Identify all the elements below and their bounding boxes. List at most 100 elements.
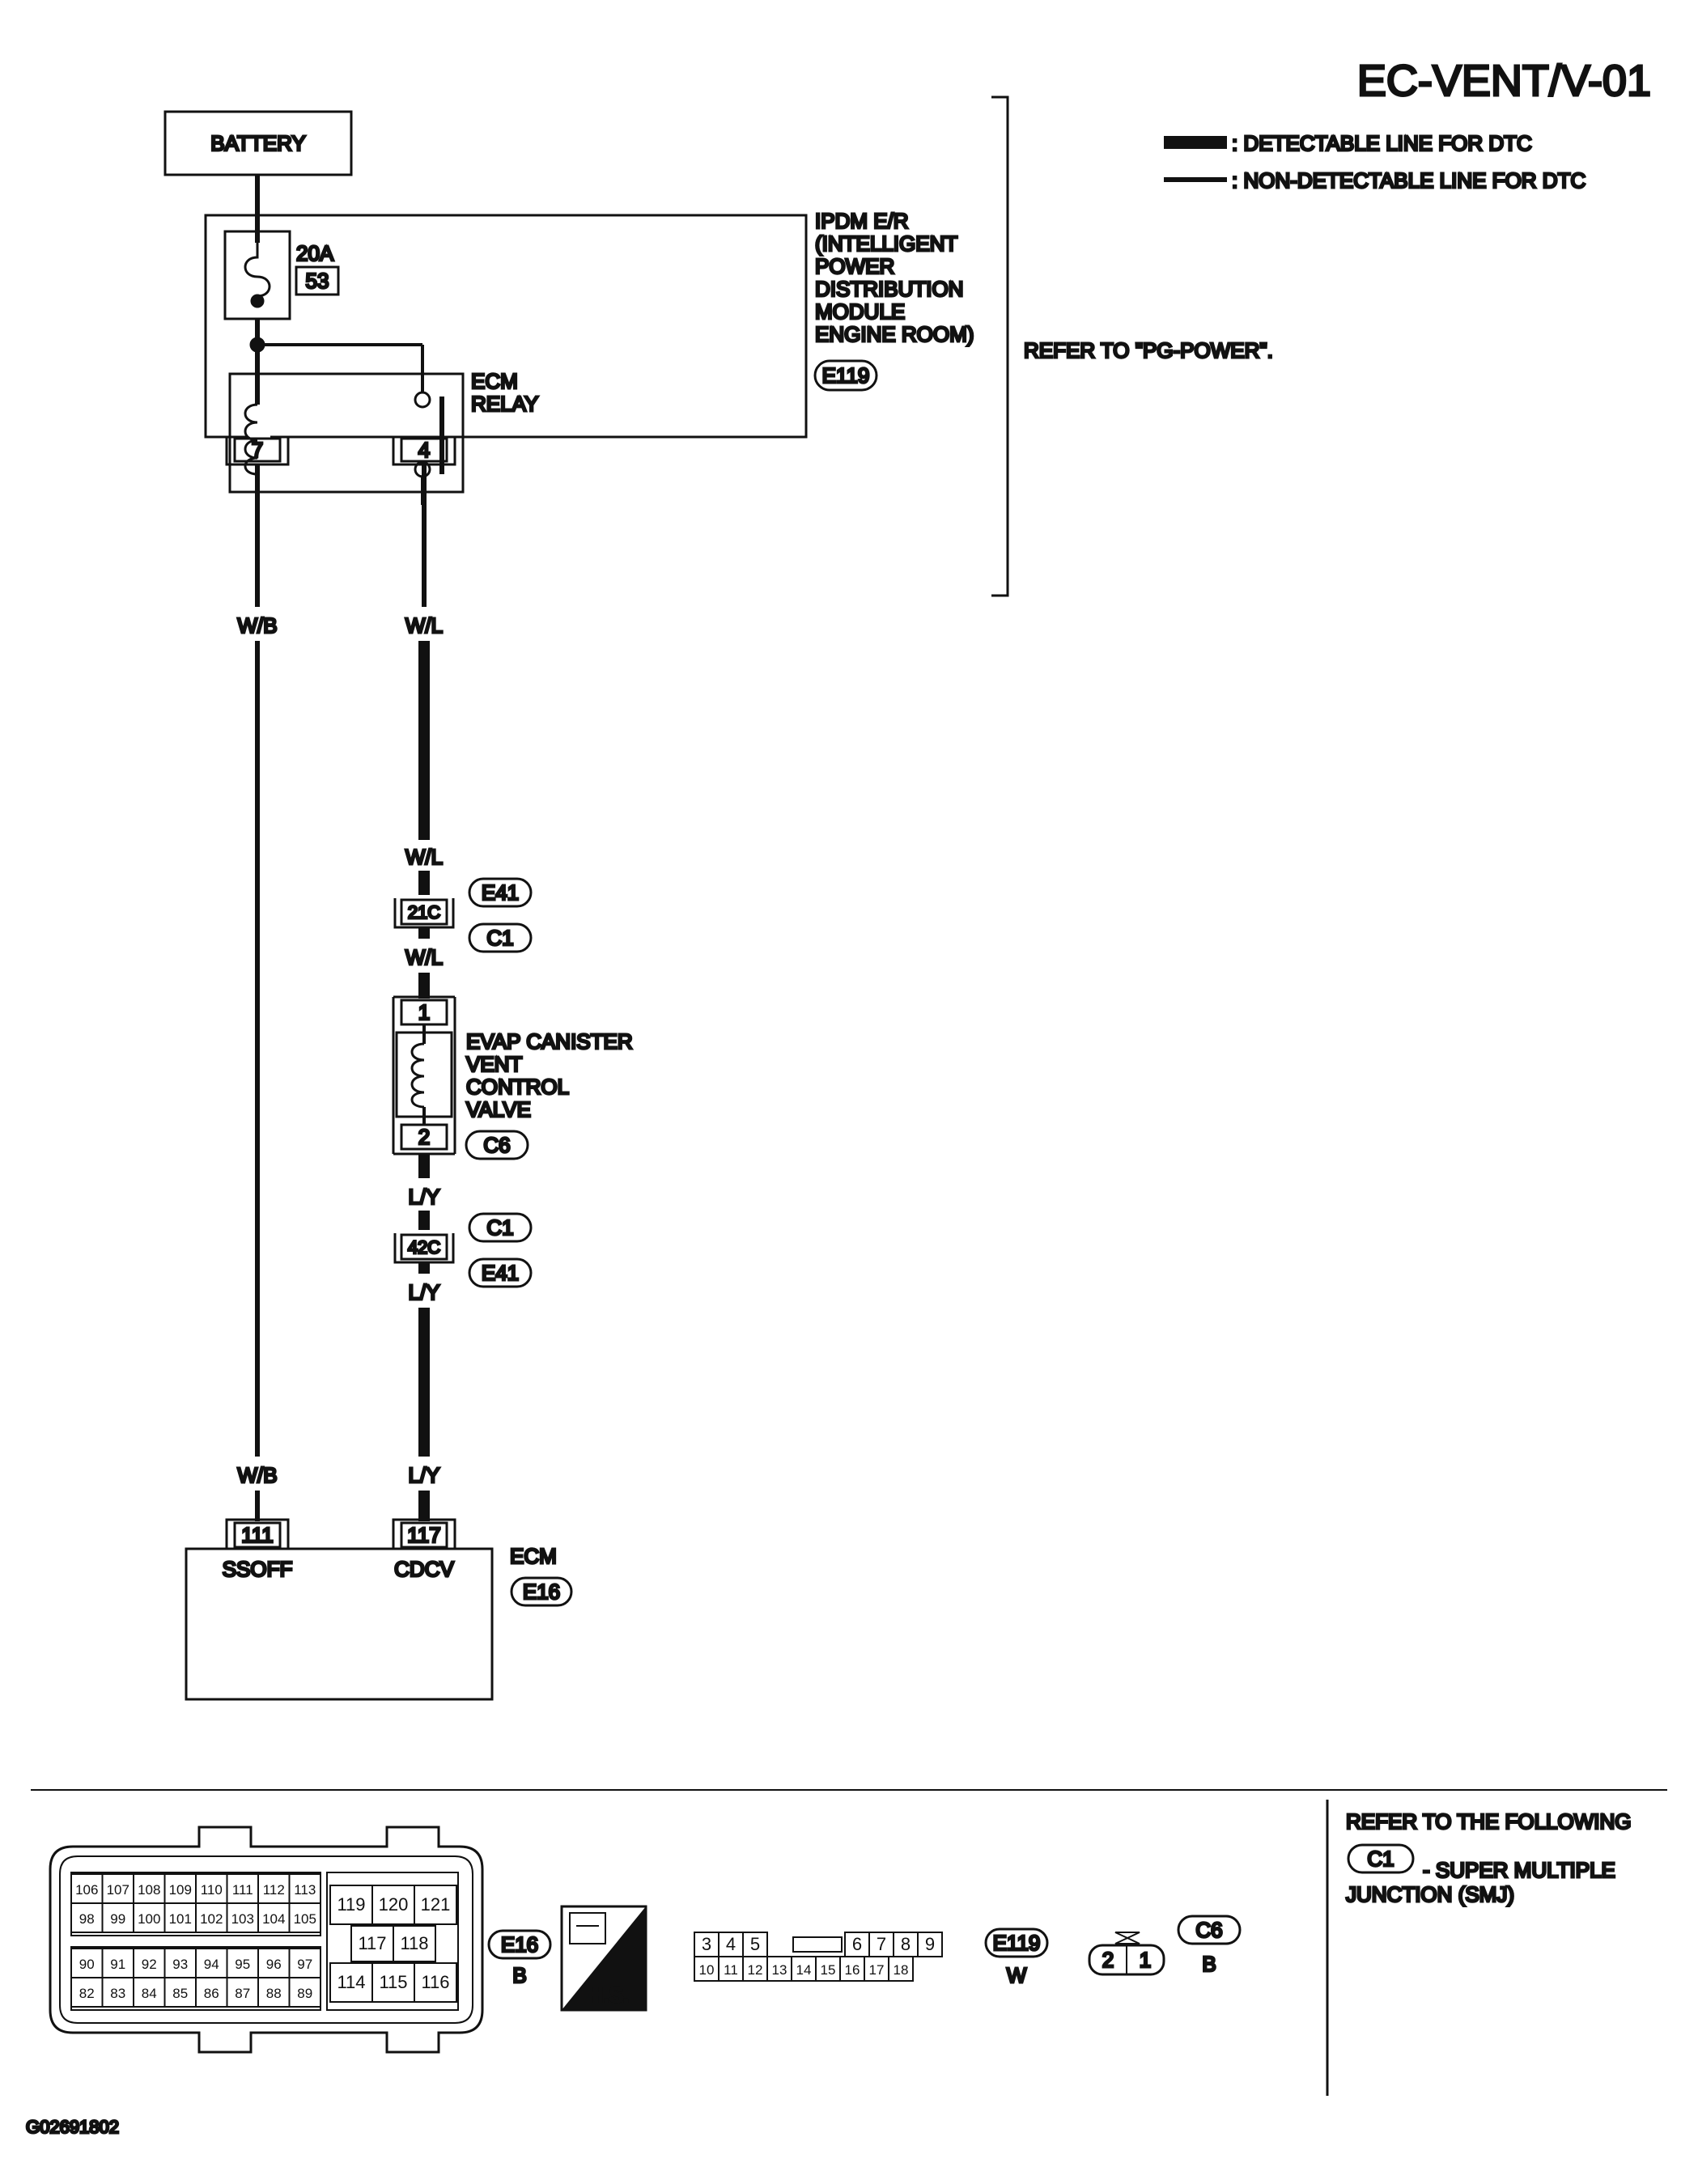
valve-pin2: 2: [418, 1125, 430, 1149]
legend-non-detectable: : NON-DETECTABLE LINE FOR DTC: [1232, 168, 1586, 193]
e119-key-slot: [792, 1936, 843, 1953]
valve-pin1: 1: [418, 1000, 430, 1024]
ipdm-line: (INTELLIGENT: [815, 231, 957, 256]
pin-number: 120: [379, 1894, 409, 1915]
ecm-pin117-box: [400, 1521, 448, 1549]
fuse-rating: 20A: [296, 241, 334, 265]
wire-label-ly-b: L/Y: [408, 1280, 439, 1304]
pin-cell: [288, 1977, 321, 2008]
pin-number: 98: [79, 1911, 95, 1927]
pin-number: 92: [142, 1957, 157, 1972]
pin-number: 114: [337, 1972, 365, 1992]
hs-connector-icon: [569, 1912, 606, 1944]
pin-number: 100: [138, 1911, 160, 1927]
junction-21c-conn-a: E41: [482, 880, 519, 905]
smj-badge: [1347, 1843, 1415, 1874]
pin-number: 15: [821, 1962, 836, 1978]
relay-box: [228, 372, 465, 494]
e119-label: E119: [993, 1931, 1041, 1955]
valve-connector: C6: [483, 1133, 510, 1157]
wire-label-wl-b: W/L: [405, 945, 443, 969]
valve-pin2-box: [400, 1123, 448, 1151]
wire-label-wb-top: W/B: [237, 613, 277, 638]
pin-number: 101: [169, 1911, 192, 1927]
valve-label-line: CONTROL: [466, 1075, 569, 1099]
battery-label: BATTERY: [210, 131, 306, 155]
pin-number: 89: [297, 1986, 312, 2001]
junction-21c-box: [400, 898, 448, 926]
pin-number: 115: [379, 1972, 407, 1992]
smj-line1: - SUPER MULTIPLE: [1423, 1858, 1615, 1882]
valve-coil-icon: [410, 1042, 425, 1109]
pin-number: 91: [110, 1957, 125, 1972]
c6-pin: 1: [1140, 1948, 1151, 1972]
pin-number: 118: [400, 1933, 428, 1953]
pin-number: 104: [262, 1911, 285, 1927]
pin-number: 7: [877, 1934, 886, 1954]
ipdm-line: DISTRIBUTION: [815, 277, 963, 301]
legend: : DETECTABLE LINE FOR DTC : NON-DETECTAB…: [1164, 130, 1587, 194]
relay-label-line: RELAY: [471, 392, 538, 416]
pin-number: 111: [232, 1882, 253, 1898]
pin-number: 106: [75, 1882, 98, 1898]
pin-cell: [888, 1956, 914, 1982]
connector-c6-face: 2 1: [1088, 1932, 1165, 1976]
ipdm-box: [204, 214, 808, 439]
pin-number: 86: [204, 1986, 219, 2001]
c6-pin: 2: [1102, 1948, 1114, 1972]
pin-number: 12: [748, 1962, 763, 1978]
pin-number: 103: [231, 1911, 254, 1927]
pin-number: 82: [79, 1986, 95, 2001]
junction-21c-badge-a: [468, 877, 533, 908]
wire-label-ly-bottom: L/Y: [408, 1463, 439, 1487]
wire-label-wl-a: W/L: [405, 845, 443, 869]
relay-contact-top: [414, 391, 431, 409]
ipdm-pin7-box: [233, 437, 282, 463]
pin-number: 6: [852, 1934, 862, 1954]
pin-number: 121: [421, 1894, 451, 1915]
pin-cell: [917, 1932, 943, 1957]
hs-fill: [562, 1906, 646, 2010]
pin-number: 113: [294, 1882, 316, 1898]
valve-label-line: VALVE: [466, 1097, 531, 1122]
junction-21c-pin: 21C: [408, 902, 440, 922]
pin-number: 17: [869, 1962, 885, 1978]
pin-number: 18: [894, 1962, 909, 1978]
pin-number: 117: [358, 1933, 386, 1953]
junction-21c-badge-b: [468, 922, 533, 953]
ecm-pin111-box: [233, 1521, 282, 1549]
page-title: EC-VENT/V-01: [1357, 57, 1651, 105]
ecm-pin111: 111: [241, 1523, 274, 1547]
pin-number: 4: [726, 1934, 736, 1954]
pin-number: 5: [750, 1934, 760, 1954]
ipdm-connector-badge: [813, 359, 878, 392]
fuse-number-box: [295, 265, 340, 296]
pin-number: 99: [110, 1911, 125, 1927]
wire-label-ly-a: L/Y: [408, 1185, 439, 1209]
smj-connector: C1: [1367, 1847, 1394, 1871]
ipdm-pin4-box: [400, 437, 448, 463]
figure-id: G02691802: [26, 2117, 119, 2137]
valve-body: [395, 1031, 453, 1118]
ecm-connector: E16: [523, 1580, 560, 1604]
pin-number: 119: [337, 1894, 365, 1915]
junction-42c-pin: 42C: [408, 1237, 440, 1257]
pin-number: 3: [702, 1934, 711, 1954]
c6-label: C6: [1195, 1918, 1222, 1942]
ipdm-pin4: 4: [418, 438, 430, 462]
fuse-dot: [250, 294, 265, 308]
pin-number: 95: [235, 1957, 250, 1972]
pin-number: 16: [845, 1962, 860, 1978]
junction-42c-box: [400, 1233, 448, 1261]
c6-key-icon: [1114, 1932, 1140, 1944]
ipdm-label: IPDM E/R (INTELLIGENT POWER DISTRIBUTION…: [814, 208, 975, 348]
pin-number: 110: [201, 1882, 223, 1898]
c6-badge: [1177, 1915, 1242, 1945]
e16-inner-shell: [59, 1855, 473, 2024]
pin-number: 8: [901, 1934, 911, 1954]
ecm-connector-badge: [510, 1576, 573, 1607]
e16-outer-shell: [49, 1826, 484, 2054]
legend-thick-line-swatch: [1164, 136, 1227, 149]
